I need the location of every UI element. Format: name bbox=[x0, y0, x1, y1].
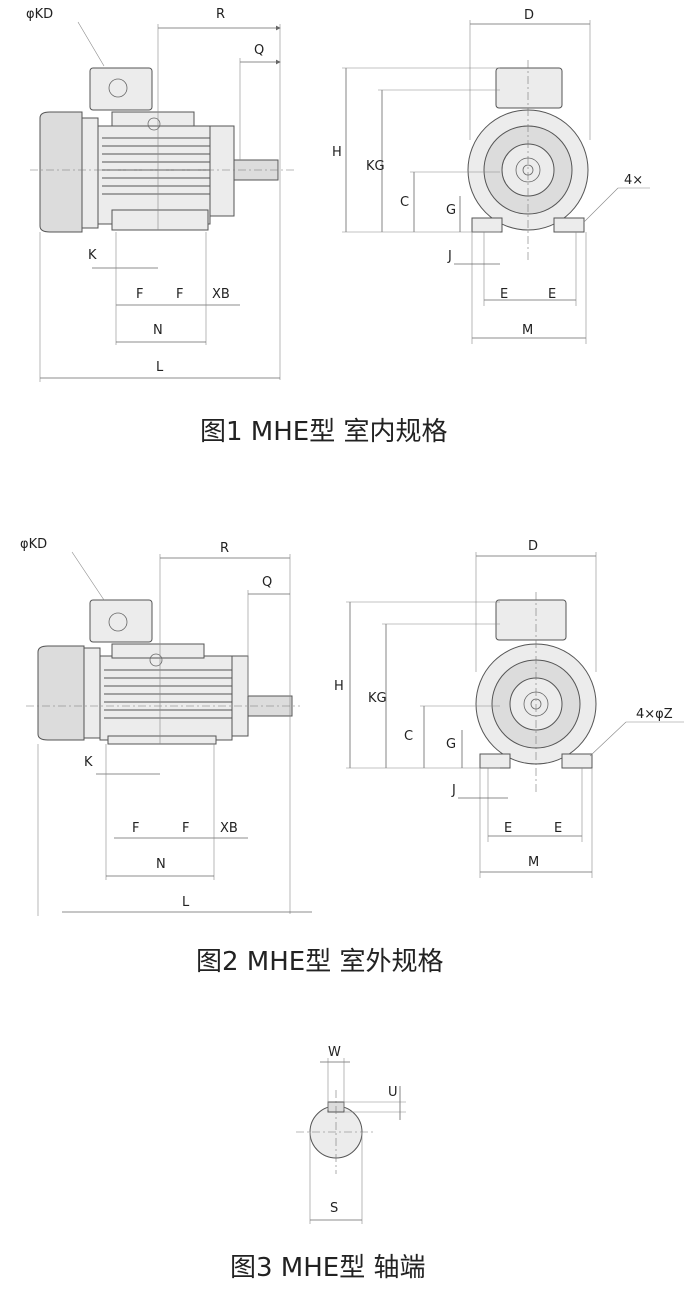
label-k-2: K bbox=[84, 755, 93, 770]
front-view-motor-2 bbox=[475, 592, 597, 792]
label-h-2: H bbox=[334, 679, 344, 694]
side-dimensions-1 bbox=[39, 21, 281, 382]
label-xb: XB bbox=[212, 287, 230, 302]
label-kd-2: φKD bbox=[20, 537, 47, 552]
side-view-motor bbox=[30, 67, 295, 233]
figure-3-caption: 图3 MHE型 轴端 bbox=[230, 1253, 425, 1283]
label-r-2: R bbox=[220, 541, 229, 556]
label-kg: KG bbox=[366, 159, 385, 174]
label-xb-2: XB bbox=[220, 821, 238, 836]
label-d-2: D bbox=[528, 539, 538, 554]
cooling-fins-2 bbox=[104, 669, 232, 719]
label-kd: φKD bbox=[26, 7, 53, 22]
shaft-dimensions bbox=[309, 1058, 406, 1224]
label-c-2: C bbox=[404, 729, 413, 744]
side-view-motor-2 bbox=[26, 599, 300, 745]
label-m: M bbox=[522, 323, 533, 338]
label-e2: E bbox=[548, 287, 556, 302]
label-m-2: M bbox=[528, 855, 539, 870]
label-holes: 4× bbox=[624, 173, 643, 188]
label-j: J bbox=[447, 249, 452, 264]
side-dimensions-2 bbox=[37, 551, 312, 916]
front-dimensions-2 bbox=[346, 552, 684, 878]
label-e2-2: E bbox=[554, 821, 562, 836]
shaft-end-section bbox=[296, 1090, 376, 1174]
label-l-2: L bbox=[182, 895, 190, 910]
front-dimensions-1 bbox=[342, 20, 650, 344]
label-n: N bbox=[153, 323, 163, 338]
label-w: W bbox=[328, 1045, 341, 1060]
label-d: D bbox=[524, 8, 534, 23]
label-f2-2: F bbox=[182, 821, 189, 836]
label-e1: E bbox=[500, 287, 508, 302]
figure-1-caption: 图1 MHE型 室内规格 bbox=[200, 417, 447, 447]
cooling-fins-1 bbox=[102, 137, 210, 195]
label-g: G bbox=[446, 203, 456, 218]
figure-1: φKD R Q K F F XB N L bbox=[26, 7, 650, 447]
label-f2: F bbox=[176, 287, 183, 302]
label-g-2: G bbox=[446, 737, 456, 752]
figure-2: φKD R Q K F F XB N L bbox=[20, 537, 684, 977]
label-f1: F bbox=[136, 287, 143, 302]
label-h: H bbox=[332, 145, 342, 160]
front-view-motor bbox=[467, 60, 589, 262]
label-e1-2: E bbox=[504, 821, 512, 836]
figure-2-caption: 图2 MHE型 室外规格 bbox=[196, 947, 443, 977]
label-r: R bbox=[216, 7, 225, 22]
label-c: C bbox=[400, 195, 409, 210]
label-q-2: Q bbox=[262, 575, 272, 590]
label-kg-2: KG bbox=[368, 691, 387, 706]
label-s: S bbox=[330, 1201, 338, 1216]
figure-3: W U S 图3 MHE型 轴端 bbox=[230, 1045, 425, 1283]
label-k: K bbox=[88, 248, 97, 263]
label-q: Q bbox=[254, 43, 264, 58]
label-holes-2: 4×φZ bbox=[636, 707, 673, 722]
label-u: U bbox=[388, 1085, 398, 1100]
label-l: L bbox=[156, 360, 164, 375]
label-n-2: N bbox=[156, 857, 166, 872]
label-j-2: J bbox=[451, 783, 456, 798]
label-f1-2: F bbox=[132, 821, 139, 836]
